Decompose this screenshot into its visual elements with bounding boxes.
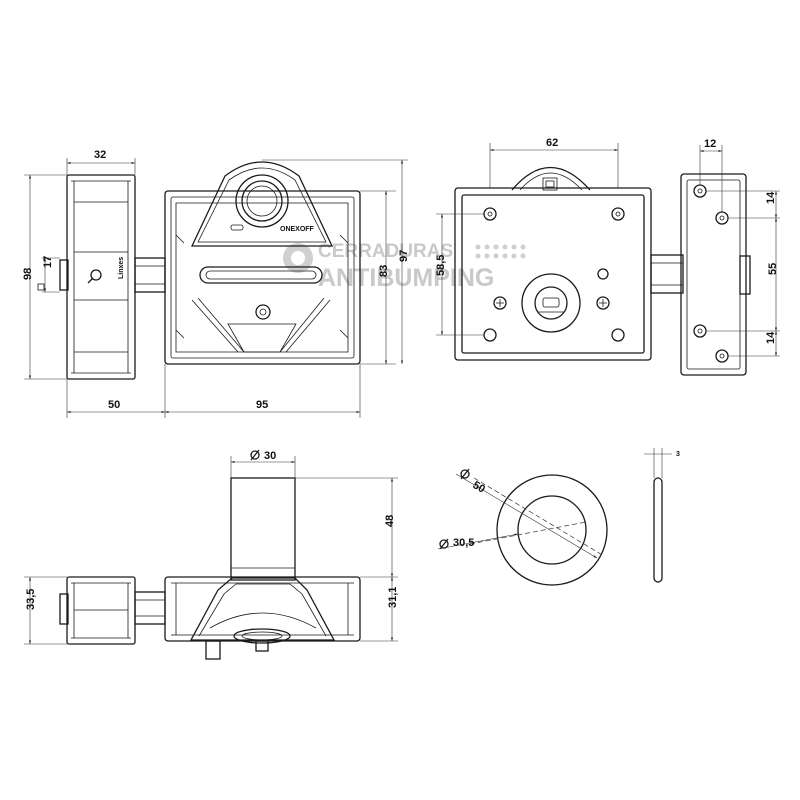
cylinder-body [230,477,296,581]
lock-case [164,190,361,365]
dim-98: 98 [22,268,34,280]
dim-31-1: 31,1 [387,587,399,608]
keeper-lip [739,255,751,295]
rosette-outer [496,474,608,586]
back-view: 62 58,5 [435,137,684,361]
dim-14-top: 14 [765,191,777,204]
back-bolt [650,254,684,294]
dim-17: 17 [42,256,54,268]
watermark-line2: ANTIBUMPING [318,264,494,292]
dim-97: 97 [398,250,410,262]
keeper-view: 12 14 55 14 [680,138,780,376]
bolt [134,257,166,293]
keeper-plate [680,173,747,376]
bottom-lever [205,640,221,660]
bottom-view: 30 48 31,1 33,5 [24,449,399,660]
dim-33-5: 33,5 [25,589,37,610]
rosette-inner [517,495,587,565]
rosette-side [653,477,663,583]
brand-label: Linxes [118,257,125,279]
dim-12: 12 [704,138,716,150]
diameter-symbol-icon [250,449,260,461]
rosette-side-view: 3 [644,448,680,583]
dim-14-bottom: 14 [765,331,777,344]
watermark-line1: CERRADURAS [318,241,453,262]
dim-95: 95 [256,399,268,411]
screw [255,304,271,320]
dim-58-5: 58,5 [435,255,447,276]
back-cylinder [521,273,581,333]
bottom-keeper [66,576,136,645]
dim-50: 50 [108,399,120,411]
diameter-symbol-icon [439,468,470,550]
watermark: CERRADURAS ANTIBUMPING [283,241,526,292]
cylinder-outer [235,174,289,228]
rosette-view: 50 30,5 [437,468,608,586]
front-view: Linxes ONEXOFF 32 98 [22,149,410,418]
keeper-tab [59,259,69,291]
bottom-case [164,576,361,642]
dim-rosette-30-5: 30,5 [453,537,474,549]
dim-55: 55 [767,263,779,275]
dim-32: 32 [94,149,106,161]
cylinder-top [511,167,591,191]
dim-3: 3 [676,451,680,458]
cylinder-housing [190,161,334,247]
slot [199,266,323,284]
cylinder-label: ONEXOFF [280,226,315,233]
bottom-cylinder-housing [189,577,336,641]
dim-30: 30 [264,450,276,462]
key-icon [87,269,102,284]
dim-rosette-50: 50 [471,479,488,496]
dim-48: 48 [384,515,396,527]
dim-62: 62 [546,137,558,149]
dim-83: 83 [378,265,390,277]
